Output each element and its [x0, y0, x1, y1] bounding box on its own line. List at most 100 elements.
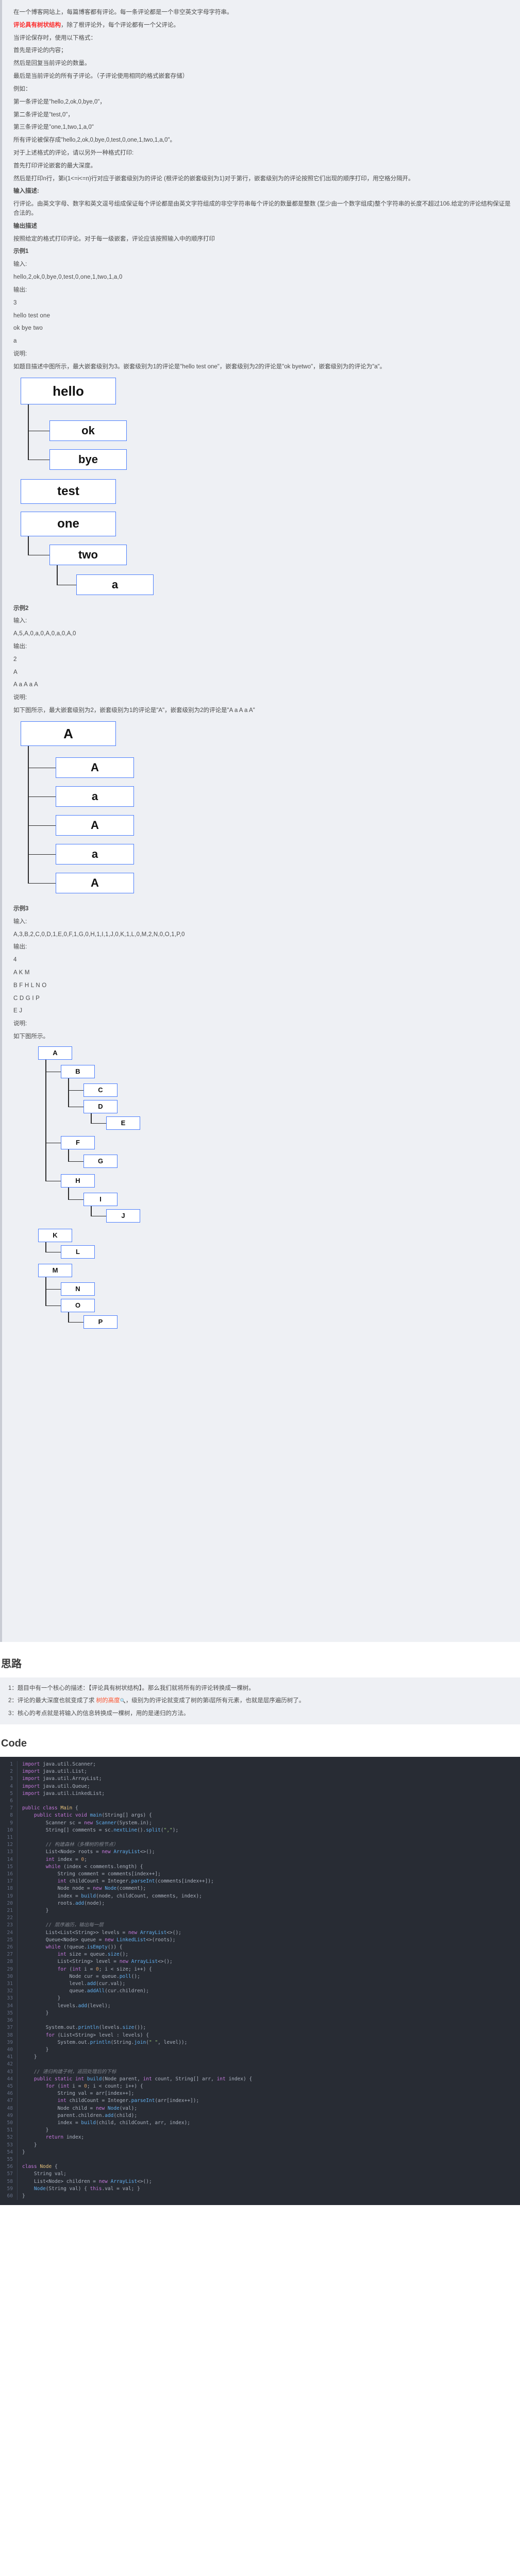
code-line-text: }: [22, 2054, 37, 2060]
tree-edge-vertical: [28, 536, 29, 555]
problem-line-10: 第三条评论是"one,1,two,1,a,0": [13, 124, 94, 131]
code-line: 25 Queue<Node> queue = new LinkedList<>(…: [0, 1936, 520, 1944]
code-line-text: index = build(child, childCount, arr, in…: [22, 2120, 191, 2126]
tree-node: bye: [49, 449, 127, 470]
tree-edge-vertical: [68, 1312, 69, 1322]
code-line-number: 29: [0, 1965, 18, 1973]
code-line-number: 27: [0, 1951, 18, 1959]
tree-edge-vertical: [68, 1187, 69, 1199]
tree-node: A: [56, 757, 134, 778]
tree-edge-vertical: [57, 565, 58, 585]
code-line-text: // 层序遍历，输出每一层: [22, 1922, 104, 1928]
code-line-text: import java.util.Scanner;: [22, 1761, 96, 1767]
problem-line-8: 第一条评论是"hello,2,ok,0,bye,0"，: [13, 98, 106, 105]
code-line-number: 45: [0, 2082, 18, 2091]
code-line-number: 13: [0, 1849, 18, 1856]
code-line-text: public static void main(String[] args) {: [33, 1812, 152, 1819]
code-line: 26 while (!queue.isEmpty()) {: [0, 1944, 520, 1952]
code-line-number: 51: [0, 2127, 18, 2134]
code-line-number: 59: [0, 2185, 18, 2193]
code-line: 37 System.out.println(levels.size());: [0, 2024, 520, 2032]
code-line-number: 43: [0, 2068, 18, 2076]
code-line-text: List<List<String>> levels = new ArrayLis…: [22, 1929, 181, 1936]
code-line-text: }: [22, 1995, 61, 2002]
code-line: 46 String val = arr[index++];: [0, 2090, 520, 2098]
code-line-number: 50: [0, 2119, 18, 2127]
code-line-text: index = build(node, childCount, comments…: [22, 1893, 202, 1899]
code-line-text: }: [22, 2127, 49, 2133]
tree-node: a: [76, 574, 154, 595]
code-line-text: String[] comments = sc.nextLine().split(…: [22, 1827, 179, 1833]
tree-edge-horizontal: [28, 554, 49, 556]
tree-node: H: [61, 1174, 95, 1188]
code-line: 21 }: [0, 1907, 520, 1915]
code-line: 43 // 递归构建子树，返回处理后的下标: [0, 2068, 520, 2076]
code-line-number: 46: [0, 2090, 18, 2098]
code-line: 29 for (int i = 0; i < size; i++) {: [0, 1965, 520, 1973]
code-line: 55: [0, 2156, 520, 2164]
code-line-number: 40: [0, 2046, 18, 2054]
code-line-number: 21: [0, 1907, 18, 1915]
code-line-text: Scanner sc = new Scanner(System.in);: [22, 1820, 152, 1826]
code-line-text: [22, 2017, 25, 2024]
code-line-number: 60: [0, 2192, 18, 2200]
code-line-text: // 构建森林（多棵树的根节点）: [22, 1842, 119, 1848]
code-line: 44 public static int build(Node parent, …: [0, 2075, 520, 2083]
code-line: 54}: [0, 2148, 520, 2156]
code-line-number: 37: [0, 2024, 18, 2032]
code-line: 30 Node cur = queue.poll();: [0, 1973, 520, 1981]
tree-edge-horizontal: [68, 1199, 83, 1200]
problem-line-6: 最后是当前评论的所有子评论。（子评论使用相同的格式嵌套存储）: [13, 73, 189, 80]
example3-output-3: C D G I P: [13, 995, 40, 1002]
example2-output-2: A a A a A: [13, 682, 38, 688]
code-line-text: while (index < comments.length) {: [45, 1863, 143, 1870]
code-line-text: List<Node> children = new ArrayList<>();: [22, 2178, 152, 2184]
code-line: 60}: [0, 2192, 520, 2200]
code-line: 12 // 构建森林（多棵树的根节点）: [0, 1841, 520, 1849]
code-line: 50 index = build(child, childCount, arr,…: [0, 2119, 520, 2127]
code-line-text: int childCount = Integer.parseInt(arr[in…: [57, 2098, 199, 2104]
code-line-text: Node node = new Node(comment);: [22, 1886, 146, 1892]
example3-output-0: 4: [13, 957, 17, 963]
tree-edge-horizontal: [45, 1251, 61, 1253]
code-line-number: 25: [0, 1936, 18, 1944]
example3-note-label: 说明:: [13, 1021, 27, 1027]
example2-title: 示例2: [13, 605, 29, 612]
code-line-text: while (!queue.isEmpty()) {: [45, 1944, 123, 1951]
code-line-number: 36: [0, 2017, 18, 2025]
code-line-text: import java.util.LinkedList;: [22, 1790, 105, 1797]
tree-node: K: [38, 1228, 72, 1242]
code-line-number: 5: [0, 1790, 18, 1798]
example2-input-label: 输入:: [13, 618, 27, 624]
tree-node: B: [61, 1064, 95, 1078]
code-line-number: 16: [0, 1871, 18, 1878]
code-line-number: 52: [0, 2134, 18, 2142]
tree-height-link[interactable]: 树的高度🔍: [96, 1698, 126, 1704]
code-line: 8 public static void main(String[] args)…: [0, 1812, 520, 1820]
example1-input-label: 输入:: [13, 261, 27, 268]
code-line-number: 54: [0, 2148, 18, 2156]
code-line: 11: [0, 1834, 520, 1842]
code-line: 38 for (List<String> level : levels) {: [0, 2031, 520, 2039]
code-line: 33 }: [0, 1995, 520, 2003]
code-line-text: Node(String val) { this.val = val; }: [33, 2185, 140, 2192]
example3-note-text: 如下图所示。: [13, 1033, 49, 1040]
code-line-number: 18: [0, 1885, 18, 1893]
code-line-text: [22, 1834, 25, 1841]
code-line: 42: [0, 2061, 520, 2069]
code-line: 19 index = build(node, childCount, comme…: [0, 1892, 520, 1900]
code-line-number: 41: [0, 2054, 18, 2061]
tree-node: L: [61, 1245, 95, 1259]
problem-line-2: 评论具有树状结构，除了根评论外，每个评论都有一个父评论。: [13, 22, 179, 28]
tree-node: F: [61, 1136, 95, 1149]
problem-line-14: 然后是打印n行，第i(1<=i<=n)行对应于嵌套级别为的评论 (根评论的嵌套级…: [13, 175, 414, 182]
code-line-text: int index = 0;: [45, 1856, 87, 1862]
code-line-text: // 递归构建子树，返回处理后的下标: [22, 2069, 116, 2075]
problem-quote-block: 在一个博客网站上，每篇博客都有评论。每一条评论都是一个非空英文字母字符串。 评论…: [0, 0, 520, 1642]
example1-note-text: 如题目描述中图所示，最大嵌套级别为3。嵌套级别为1的评论是"hello test…: [13, 363, 386, 370]
